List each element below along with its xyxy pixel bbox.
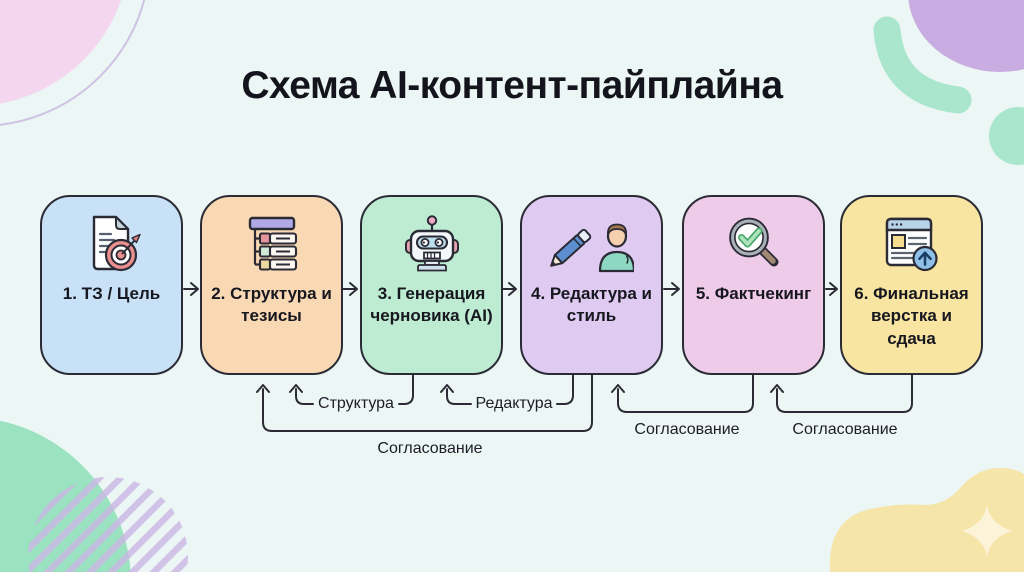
sparkle-icon <box>962 505 1012 557</box>
loop-label-approval-1: Согласование <box>377 440 483 457</box>
step-card-6: 6. Финальная верстка и сдача <box>840 195 983 375</box>
step-card-2: 2. Структура и тезисы <box>200 195 343 375</box>
purple-blob-decoration <box>908 0 1024 72</box>
pen-editor-icon <box>549 210 634 278</box>
step-label: 3. Генерация черновика (AI) <box>370 284 493 326</box>
loop-label-approval-3: Согласование <box>792 421 898 438</box>
step-card-4: 4. Редактура и стиль <box>520 195 663 375</box>
yellow-blob-decoration <box>830 468 1024 572</box>
outline-tree-icon <box>240 210 304 278</box>
step-label: 6. Финальная верстка и сдача <box>854 284 969 348</box>
robot-icon <box>398 210 466 278</box>
document-target-icon <box>80 210 144 278</box>
mint-circle-decoration <box>0 420 131 572</box>
step-card-1: 1. ТЗ / Цель <box>40 195 183 375</box>
step-label: 5. Фактчекинг <box>695 284 812 303</box>
magnifier-check-icon <box>722 210 786 278</box>
mint-dot-decoration <box>989 107 1024 165</box>
step-label: 1. ТЗ / Цель <box>62 284 161 303</box>
feedback-loop-approval-2 <box>611 374 754 413</box>
loop-label-structure: Структура <box>318 395 394 412</box>
loop-label-approval-2: Согласование <box>634 421 740 438</box>
step-card-5: 5. Фактчекинг <box>682 195 825 375</box>
loop-label-editing: Редактура <box>475 395 553 412</box>
feedback-loop-approval-3 <box>770 374 913 413</box>
page-title: Схема AI-контент-пайплайна <box>241 64 783 107</box>
striped-circle-decoration <box>28 477 188 572</box>
page-upload-icon <box>879 210 945 278</box>
step-card-3: 3. Генерация черновика (AI) <box>360 195 503 375</box>
step-label: 4. Редактура и стиль <box>530 284 653 326</box>
step-label: 2. Структура и тезисы <box>211 284 332 326</box>
